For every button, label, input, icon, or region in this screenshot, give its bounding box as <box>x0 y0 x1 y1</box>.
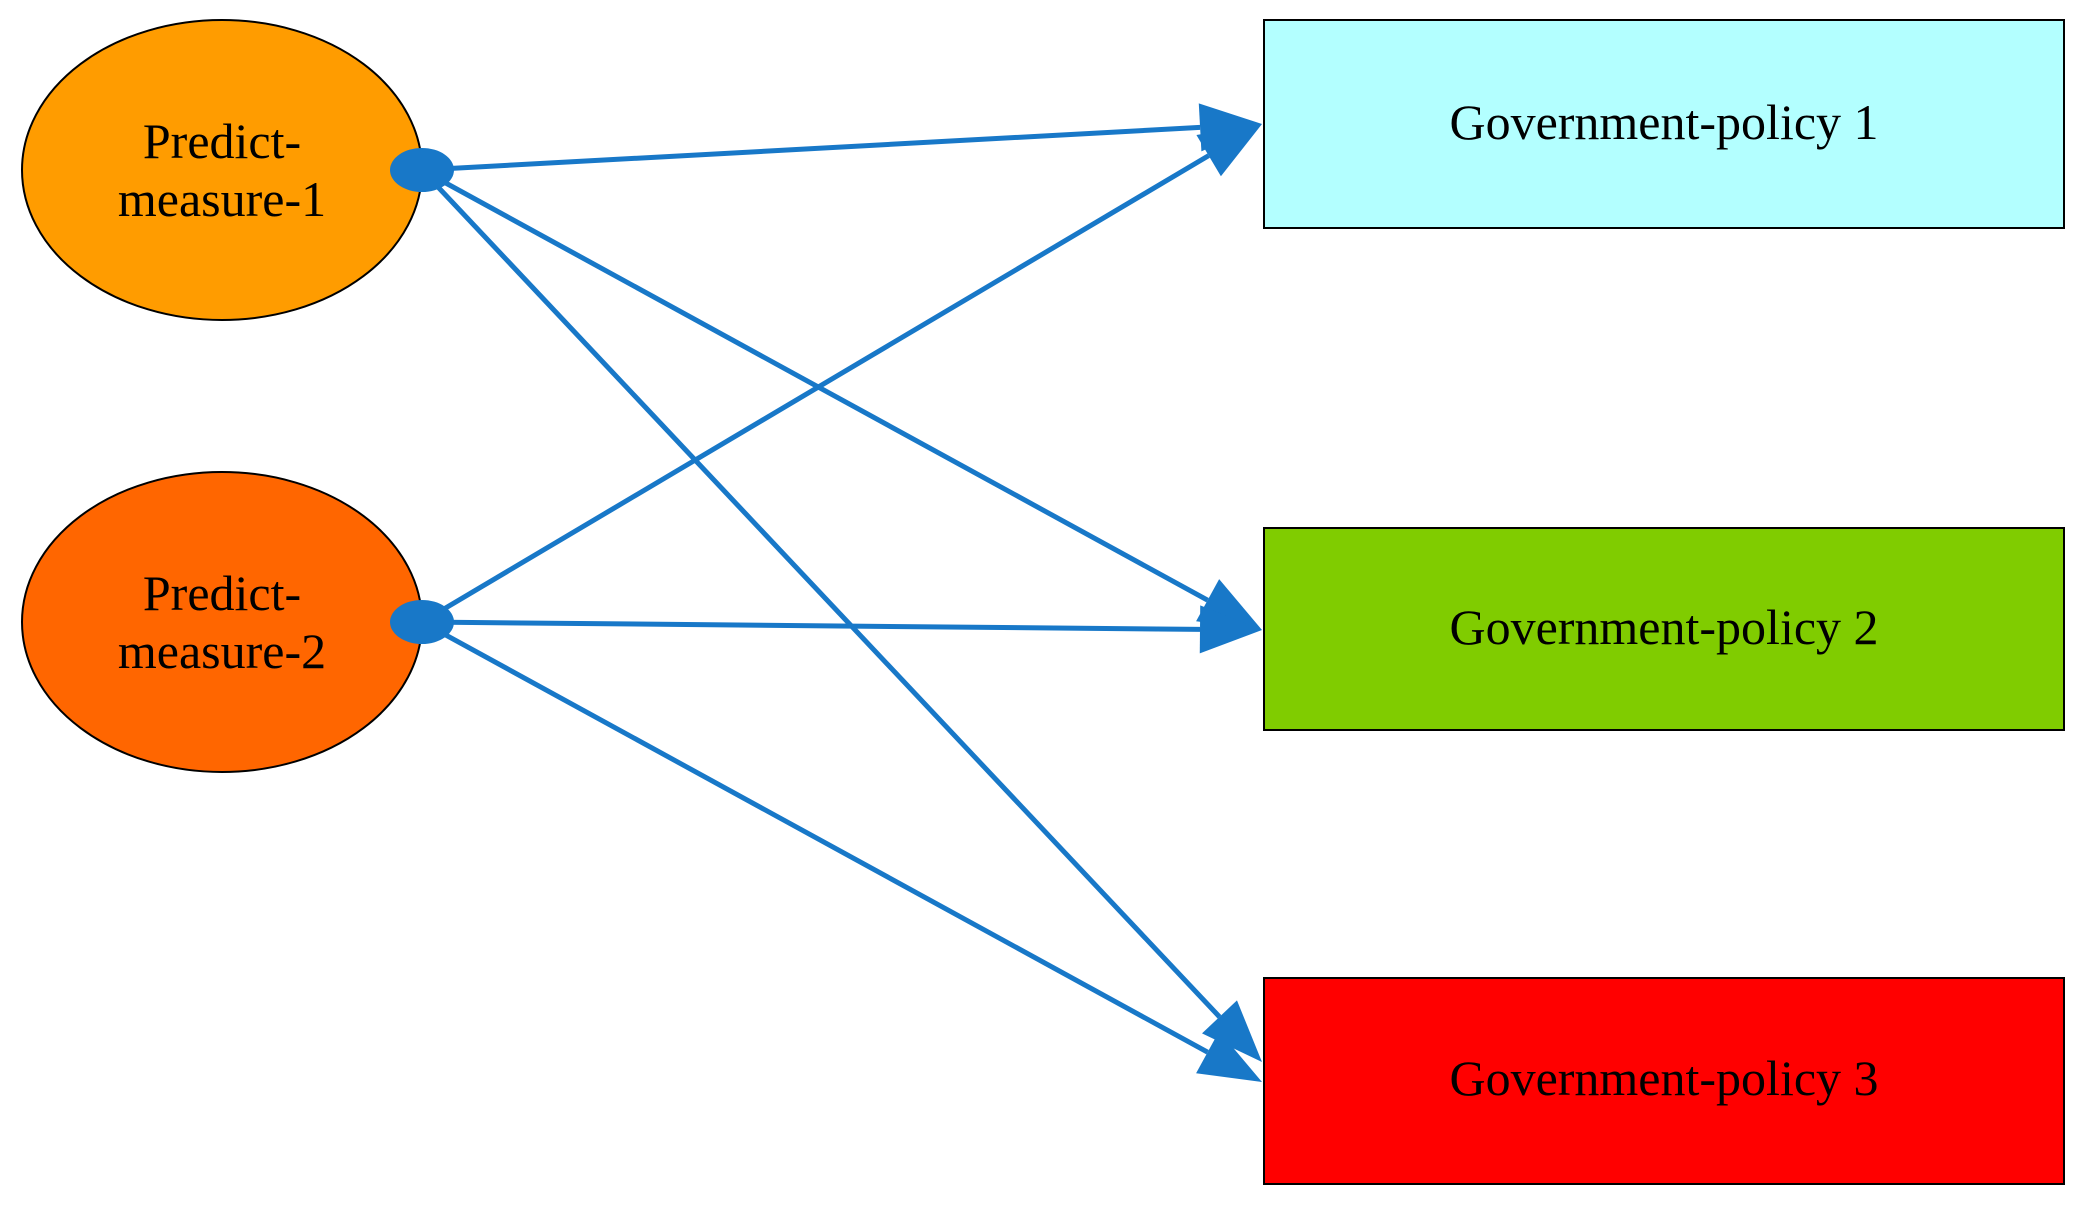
arrowhead-pm2-gp3 <box>1196 1031 1262 1082</box>
target-node-gp3[interactable]: Government-policy 3 <box>1263 977 2065 1185</box>
connector-dot-pm1 <box>390 148 454 192</box>
arrowhead-pm2-gp2 <box>1199 605 1262 654</box>
source-node-pm2[interactable]: Predict- measure-2 <box>21 471 423 773</box>
target-label-gp3: Government-policy 3 <box>1449 1050 1878 1106</box>
source-label-pm1-line2: measure-1 <box>118 171 326 227</box>
target-label-gp1: Government-policy 1 <box>1449 94 1878 150</box>
ellipse-shape-pm1 <box>21 19 423 321</box>
edge-line-pm2-gp2 <box>421 619 1201 632</box>
connector-dot-pm2 <box>390 600 454 644</box>
arrowhead-pm1-gp3 <box>1202 1000 1262 1062</box>
target-node-gp1[interactable]: Government-policy 1 <box>1263 19 2065 229</box>
edge-line-pm1-gp2 <box>420 167 1209 603</box>
edge-line-pm1-gp1 <box>421 124 1201 173</box>
edge-line-pm2-gp3 <box>420 619 1209 1055</box>
source-label-pm2-line1: Predict- <box>143 565 301 621</box>
source-node-pm1[interactable]: Predict- measure-1 <box>21 19 423 321</box>
rect-shape-gp2 <box>1263 527 2065 731</box>
ellipse-shape-pm2 <box>21 471 423 773</box>
edges-layer <box>420 103 1262 1082</box>
source-label-pm1-line1: Predict- <box>143 113 301 169</box>
rect-shape-gp1 <box>1263 19 2065 229</box>
edge-line-pm2-gp1 <box>420 153 1210 625</box>
target-label-gp2: Government-policy 2 <box>1449 599 1878 655</box>
target-node-gp2[interactable]: Government-policy 2 <box>1263 527 2065 731</box>
edge-line-pm1-gp3 <box>420 168 1222 1019</box>
arrowhead-pm2-gp1 <box>1196 124 1262 177</box>
source-label-pm2-line2: measure-2 <box>118 623 326 679</box>
rect-shape-gp3 <box>1263 977 2065 1185</box>
